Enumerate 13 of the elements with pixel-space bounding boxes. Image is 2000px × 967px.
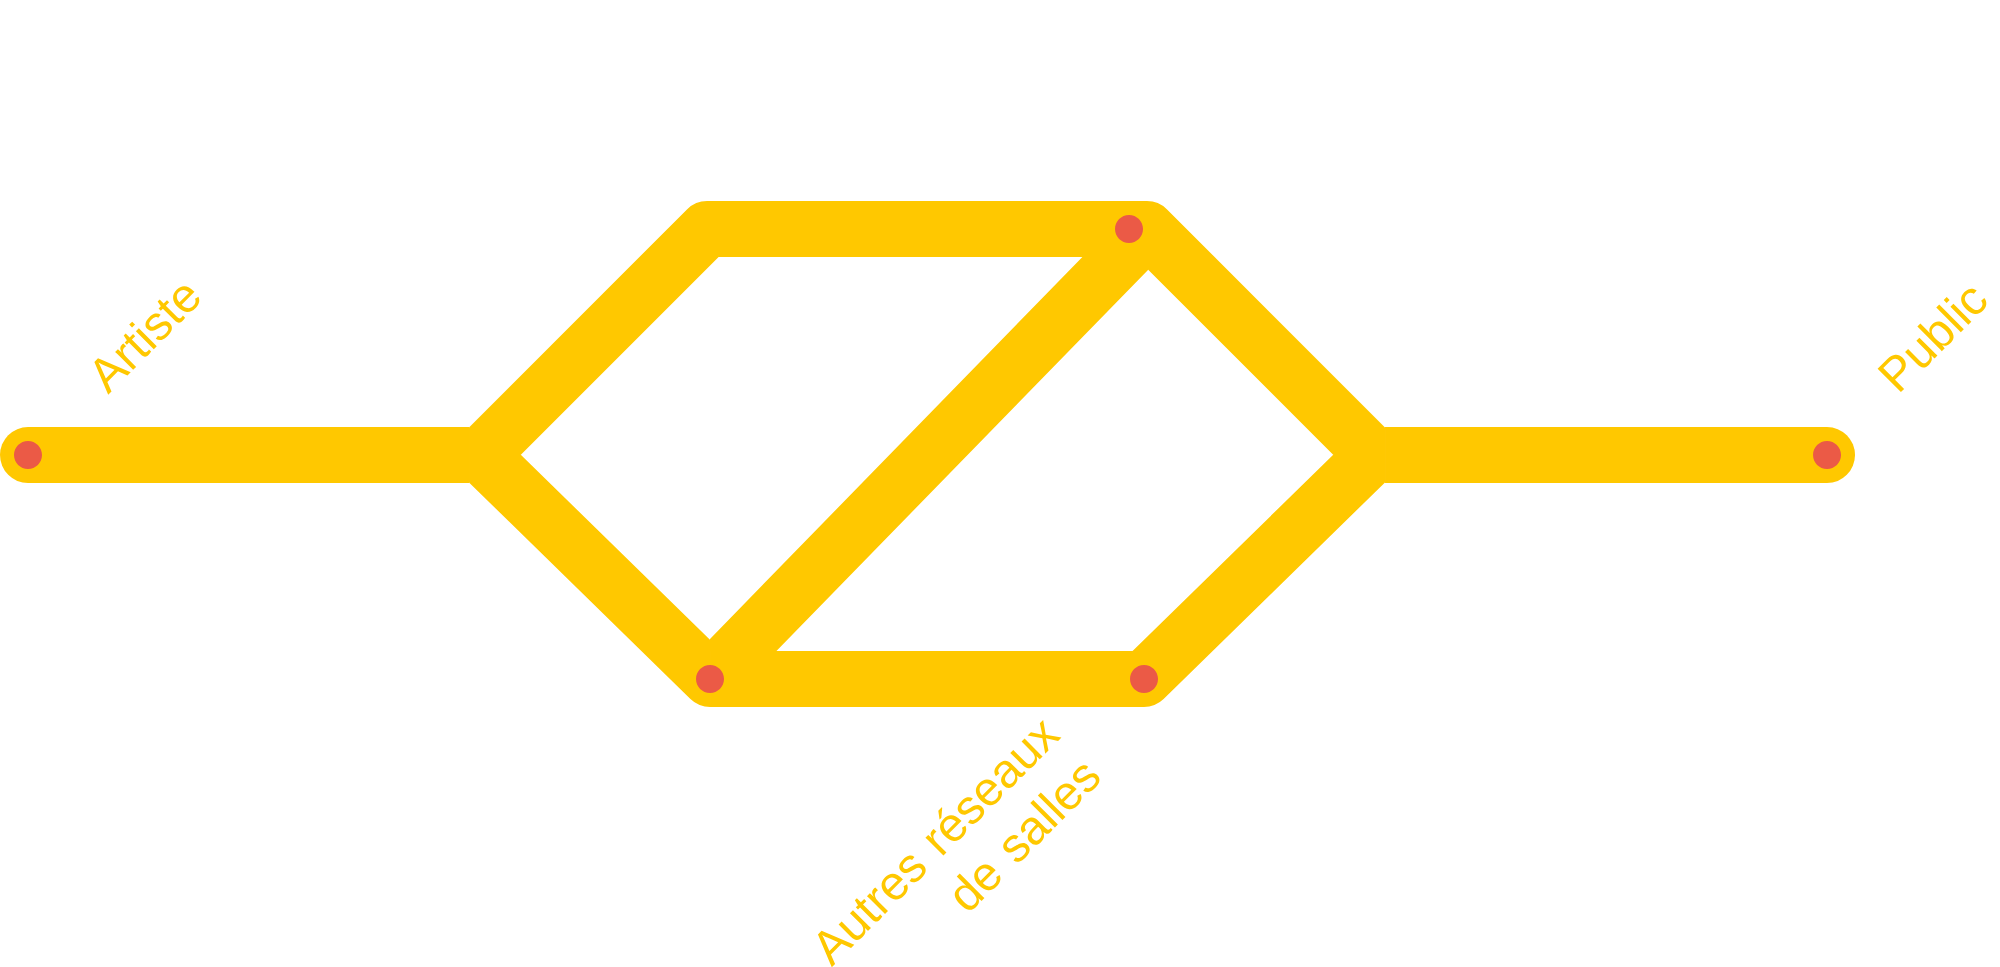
station-dot: [13, 440, 43, 470]
track-line: [469, 201, 1129, 455]
track-line: [710, 651, 1144, 707]
track-line: [1385, 427, 1855, 483]
station-dot: [695, 664, 725, 694]
station-dot: [1129, 664, 1159, 694]
track-line: [0, 427, 469, 483]
station-dot: [1114, 214, 1144, 244]
track-line: [710, 257, 1148, 651]
track-line: [1129, 201, 1385, 455]
station-dot: [1812, 440, 1842, 470]
track-line: [469, 455, 710, 707]
track-line: [1130, 455, 1385, 707]
